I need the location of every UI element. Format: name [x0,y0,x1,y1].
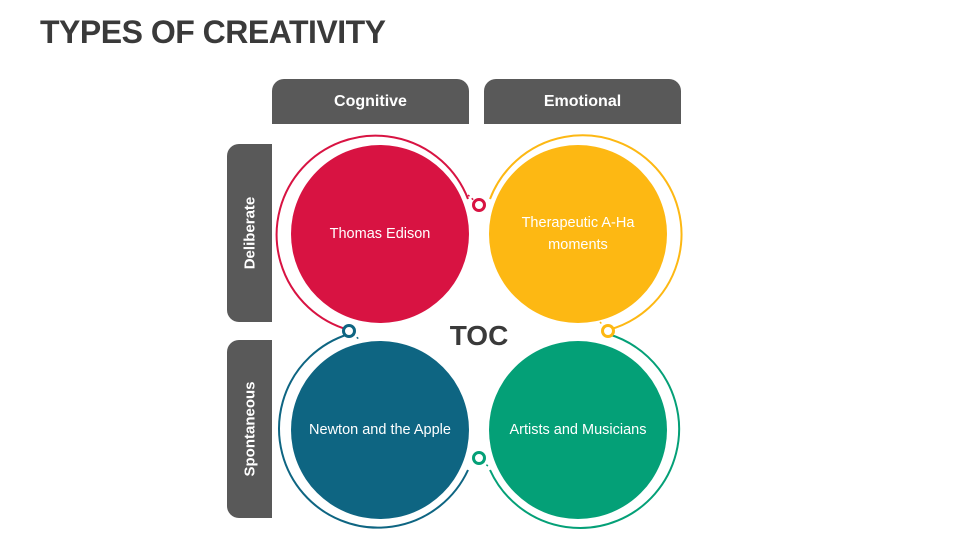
arc-cognitive-spontaneous [278,333,469,529]
quadrant-label-therapeutic-aha: Therapeutic A-Ha moments [521,215,635,253]
node-ring-bottom [472,451,486,465]
arc-emotional-spontaneous [489,333,681,529]
quadrant-label-artists-musicians: Artists and Musicians [509,422,647,438]
arc-emotional-deliberate [489,134,683,331]
slide-title: TYPES OF CREATIVITY [40,14,386,50]
circle-cognitive-spontaneous [291,341,469,519]
node-ring-left [342,324,356,338]
column-header-cognitive: Cognitive [272,79,469,124]
circle-emotional-spontaneous [489,341,667,519]
quadrant-label-newton-apple: Newton and the Apple [309,422,451,438]
circle-cognitive-deliberate [291,145,469,323]
node-ring-right [601,324,615,338]
arc-cognitive-deliberate [275,134,469,331]
node-ring-top [472,198,486,212]
row-header-spontaneous: Spontaneous [227,340,272,518]
row-header-deliberate: Deliberate [227,144,272,322]
dotted-connector-left [348,330,361,341]
circle-emotional-deliberate [489,145,667,323]
column-header-emotional: Emotional [484,79,681,124]
center-label: TOC [449,320,509,351]
quadrant-label-thomas-edison: Thomas Edison [329,226,431,242]
